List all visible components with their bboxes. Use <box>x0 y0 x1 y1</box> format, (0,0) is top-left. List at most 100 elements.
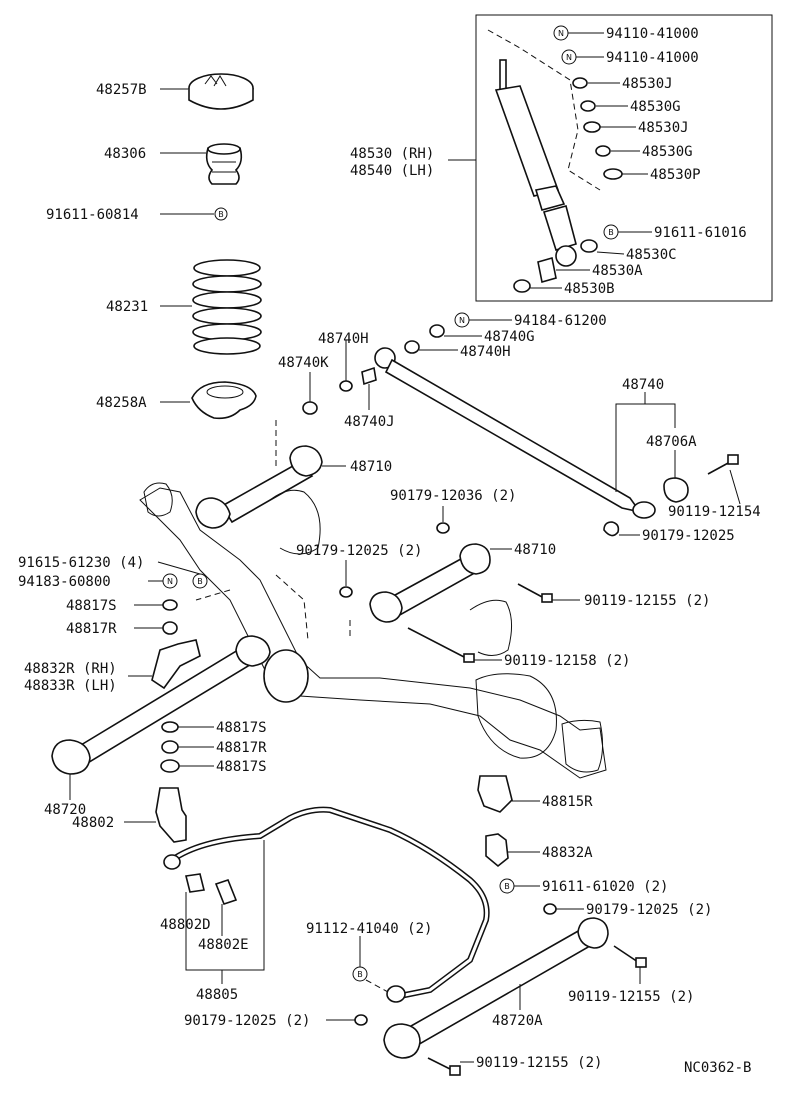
label-90179-12036: 90179-12036 (2) <box>390 488 516 504</box>
label-90119-12155-c: 90119-12155 (2) <box>476 1055 602 1071</box>
label-48817s-2: 48817S <box>216 720 267 736</box>
cushion-48817s-2 <box>161 721 179 733</box>
bushing-48740h-2 <box>404 340 420 354</box>
bolt-icon: B <box>608 228 614 237</box>
cushion-48530g-2 <box>595 145 611 157</box>
label-48530p: 48530P <box>650 167 701 183</box>
bolt-90119-12155-c <box>427 1057 461 1076</box>
nut-icon: N <box>167 577 173 586</box>
bolt-symbol-91611-61016: B <box>603 224 619 240</box>
upper-arm-48710-2 <box>369 543 491 623</box>
nut-symbol-94110-b: N <box>561 49 577 65</box>
nut-symbol-94183: N <box>162 573 178 589</box>
cushion-48817r-2 <box>161 740 179 754</box>
coil-spring-48231 <box>192 259 262 355</box>
upper-arm-48710-1 <box>195 445 323 529</box>
label-91611-60814: 91611-60814 <box>46 207 139 223</box>
label-48802d: 48802D <box>160 917 211 933</box>
label-48805: 48805 <box>196 987 238 1003</box>
bolt-icon: B <box>197 577 203 586</box>
label-91112-41040: 91112-41040 (2) <box>306 921 432 937</box>
label-48540-lh: 48540 (LH) <box>350 163 434 179</box>
washer-48530b <box>513 279 531 293</box>
label-48815r: 48815R <box>542 794 593 810</box>
label-48740k: 48740K <box>278 355 329 371</box>
bolt-90119-12155-a <box>517 583 553 603</box>
label-90179-12025-b: 90179-12025 <box>642 528 735 544</box>
label-90119-12155-b: 90119-12155 (2) <box>568 989 694 1005</box>
label-48530g-1: 48530G <box>630 99 681 115</box>
plate-48530p <box>603 168 623 180</box>
stabilizer-link-48802 <box>155 787 187 843</box>
bolt-90119-12158 <box>407 627 475 663</box>
label-48306: 48306 <box>104 146 146 162</box>
bushing-48740h-1 <box>339 380 353 392</box>
label-90119-12155-a: 90119-12155 (2) <box>584 593 710 609</box>
lower-arm-48720a <box>383 917 609 1059</box>
shock-absorber-48530 <box>494 59 577 267</box>
label-48817r-1: 48817R <box>66 621 117 637</box>
label-48802: 48802 <box>72 815 114 831</box>
nut-90179-12025 <box>603 521 620 537</box>
label-90119-12158: 90119-12158 (2) <box>504 653 630 669</box>
label-48530j-1: 48530J <box>622 76 673 92</box>
label-48710-2: 48710 <box>514 542 556 558</box>
nut-90179-12025-a <box>339 586 353 598</box>
cushion-48817r-1 <box>162 621 178 635</box>
label-90119-12154: 90119-12154 <box>668 504 761 520</box>
washer-48530j-2 <box>583 121 601 133</box>
collar-48740j <box>361 366 377 386</box>
nut-symbol-94110-a: N <box>553 25 569 41</box>
cushion-48530g-1 <box>580 100 596 112</box>
label-48832r-rh: 48832R (RH) <box>24 661 117 677</box>
label-48530b: 48530B <box>564 281 615 297</box>
label-94110-41000-a: 94110-41000 <box>606 26 699 42</box>
label-48530j-2: 48530J <box>638 120 689 136</box>
label-48710-1: 48710 <box>350 459 392 475</box>
bushing-48802d <box>185 873 205 893</box>
nut-90179-12025-d <box>354 1014 368 1026</box>
nut-symbol-94184: N <box>454 312 470 328</box>
nut-icon: N <box>459 316 465 325</box>
bushing-48802e <box>214 879 238 905</box>
label-91611-61016: 91611-61016 <box>654 225 747 241</box>
washer-48530j-1 <box>572 77 588 89</box>
label-48817s-1: 48817S <box>66 598 117 614</box>
bolt-icon: B <box>504 882 510 891</box>
label-48740j: 48740J <box>344 414 395 430</box>
bracket-48832a <box>485 833 509 868</box>
bushing-48706a <box>663 477 689 503</box>
label-90179-12025-a: 90179-12025 (2) <box>296 543 422 559</box>
nut-90179-12036 <box>436 522 450 534</box>
label-48706a: 48706A <box>646 434 697 450</box>
bushing-48530a <box>537 256 557 284</box>
label-48257b: 48257B <box>96 82 147 98</box>
nut-90179-12025-c <box>543 903 557 915</box>
label-94183-60800: 94183-60800 <box>18 574 111 590</box>
stabilizer-bar-48805 <box>163 806 490 1003</box>
label-48530c: 48530C <box>626 247 677 263</box>
label-94184-61200: 94184-61200 <box>514 313 607 329</box>
label-90179-12025-d: 90179-12025 (2) <box>184 1013 310 1029</box>
label-48802e: 48802E <box>198 937 249 953</box>
label-48740: 48740 <box>622 377 664 393</box>
bump-stopper-48306 <box>205 143 243 185</box>
label-48530-rh: 48530 (RH) <box>350 146 434 162</box>
cushion-48817s-3 <box>160 759 180 773</box>
cushion-48817s-1 <box>162 599 178 611</box>
bolt-90119-12154 <box>707 454 739 475</box>
diagram-code: NC0362-B <box>684 1060 751 1076</box>
label-48833r-lh: 48833R (LH) <box>24 678 117 694</box>
washer-48740k <box>302 401 318 415</box>
bolt-icon: B <box>357 970 363 979</box>
label-48817r-2: 48817R <box>216 740 267 756</box>
label-94110-41000-b: 94110-41000 <box>606 50 699 66</box>
label-48817s-3: 48817S <box>216 759 267 775</box>
bump-stop-cap-48257b <box>188 73 254 110</box>
label-48832a: 48832A <box>542 845 593 861</box>
bolt-symbol-91611-60814: B <box>214 207 228 221</box>
label-48740h-1: 48740H <box>318 331 369 347</box>
label-48720: 48720 <box>44 802 86 818</box>
bolt-90119-12155-b <box>613 945 647 968</box>
